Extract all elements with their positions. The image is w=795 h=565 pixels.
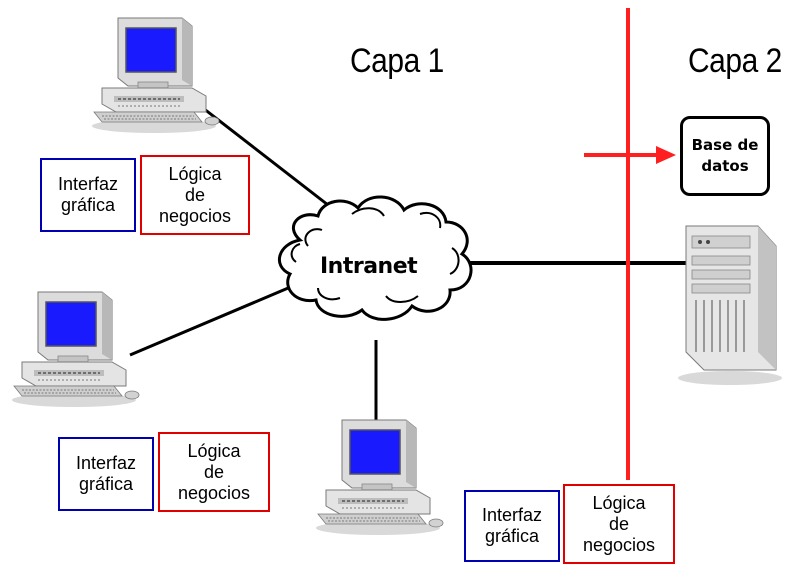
logic-label-line-1: Lógica (592, 492, 646, 513)
database-box: Base de datos (680, 116, 770, 196)
desktop-computer-icon (11, 291, 140, 408)
interface-box-client-1: Interfaz gráfica (40, 158, 136, 232)
desktop-computer-icon (315, 419, 444, 536)
interface-label-line-2: gráfica (60, 195, 116, 215)
intranet-label: Intranet (320, 254, 418, 279)
interface-label-line-2: gráfica (78, 474, 134, 494)
logic-box-client-2: Lógica de negocios (158, 432, 270, 512)
interface-label-line-1: Interfaz (75, 453, 137, 473)
interface-label-line-1: Interfaz (481, 505, 543, 525)
link-left-client (129, 281, 301, 357)
interface-label-line-2: gráfica (484, 526, 540, 546)
logic-box-client-1: Lógica de negocios (140, 155, 250, 235)
desktop-computer-icon (91, 17, 220, 134)
arrow-head (656, 146, 676, 164)
interface-label-line-1: Interfaz (57, 174, 119, 194)
tier-1-title: Capa 1 (350, 42, 444, 80)
logic-label-line-1: Lógica (187, 440, 241, 461)
database-label-line-1: Base de (691, 136, 759, 154)
logic-label-line-3: negocios (158, 205, 232, 226)
logic-label-line-3: negocios (177, 482, 251, 503)
intranet-cloud-icon (278, 195, 473, 321)
logic-label-line-2: de (184, 184, 206, 205)
logic-box-client-3: Lógica de negocios (563, 484, 675, 564)
tier-2-title: Capa 2 (688, 42, 782, 80)
database-label-line-2: datos (701, 157, 749, 175)
interface-box-client-2: Interfaz gráfica (58, 437, 154, 511)
logic-label-line-2: de (203, 461, 225, 482)
interface-box-client-3: Interfaz gráfica (464, 490, 560, 562)
server-tower-icon (678, 225, 782, 385)
logic-label-line-3: negocios (582, 534, 656, 555)
logic-label-line-1: Lógica (168, 163, 222, 184)
logic-label-line-2: de (608, 513, 630, 534)
